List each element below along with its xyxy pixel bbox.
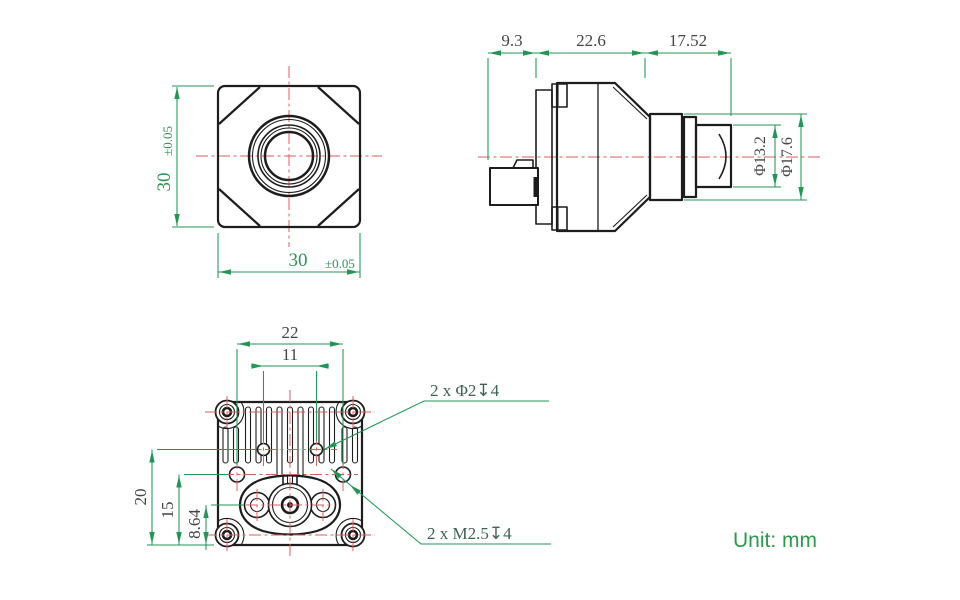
connector-row-height: 8.64 — [185, 509, 204, 539]
front-view: 30 ±0.05 30 ±0.05 — [154, 66, 382, 278]
front-width-value: 30 — [289, 250, 308, 271]
back-view: 22 11 20 15 8.64 — [131, 323, 551, 558]
front-width-tolerance: ±0.05 — [325, 256, 355, 271]
lens-front-diameter-dimension: Φ13.2 — [733, 124, 781, 188]
back-height-dimensions: 20 15 8.64 — [131, 448, 256, 550]
side-depth-dimensions: 9.3 22.6 17.52 — [487, 31, 732, 160]
connector-gasket — [533, 177, 538, 197]
front-height-dimension: 30 ±0.05 — [154, 85, 214, 228]
front-height-tolerance: ±0.05 — [160, 126, 175, 156]
thread-holes-note: 2 x M2.5↧4 — [427, 524, 512, 543]
pin-holes-note: 2 x Φ2↧4 — [430, 381, 500, 400]
side-body-outline — [489, 81, 733, 233]
front-width-dimension: 30 ±0.05 — [217, 233, 361, 278]
pin-holes-callout: 2 x Φ2↧4 — [323, 381, 549, 452]
thread-spacing-dimension: 22 — [236, 323, 344, 465]
pin-spacing-dimension: 11 — [251, 345, 329, 441]
front-body-outline — [216, 84, 362, 229]
side-lens-depth: 17.52 — [669, 31, 707, 50]
front-centerlines — [196, 66, 382, 247]
side-view: 9.3 22.6 17.52 Φ13.2 Φ17.6 — [478, 31, 822, 233]
lens-barrel-diameter: Φ17.6 — [779, 137, 796, 177]
front-height-value: 30 — [154, 173, 175, 192]
thread-row-height: 15 — [158, 502, 177, 519]
side-back-depth: 9.3 — [501, 31, 522, 50]
lens-glass-arc — [718, 133, 727, 180]
pin-row-height: 20 — [131, 489, 150, 506]
pin-spacing-value: 11 — [282, 345, 298, 364]
side-body-depth: 22.6 — [576, 31, 606, 50]
front-lens-rings — [247, 114, 331, 198]
lens-barrel-diameter-dimension: Φ17.6 — [684, 113, 807, 201]
lens-front-diameter: Φ13.2 — [752, 136, 769, 176]
thread-holes-callout: 2 x M2.5↧4 — [329, 466, 551, 545]
unit-label: Unit: mm — [733, 529, 817, 552]
thread-spacing-value: 22 — [282, 323, 299, 342]
